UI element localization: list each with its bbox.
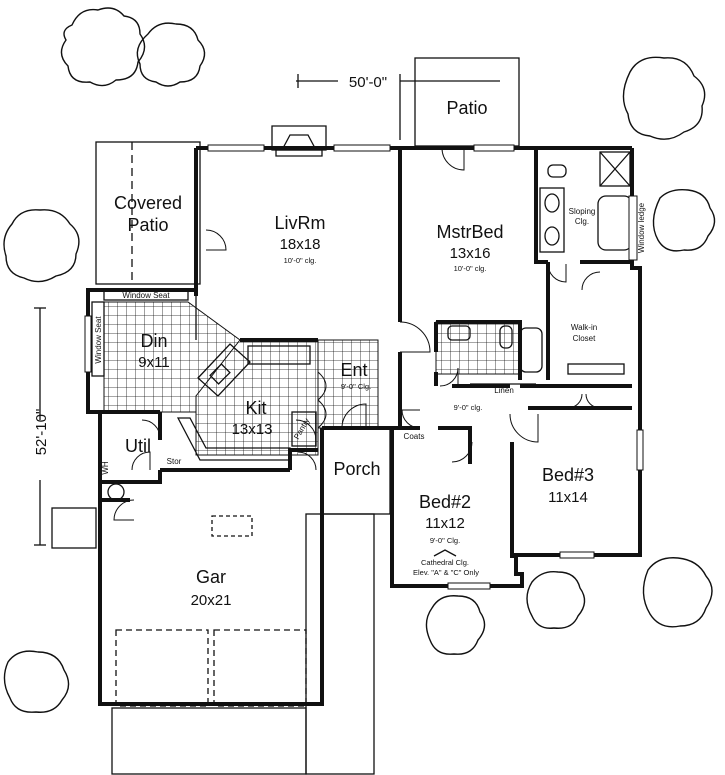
bed2-label: Bed#2	[419, 492, 471, 512]
sloping-label: Sloping	[569, 207, 596, 216]
stor-label: Stor	[167, 457, 182, 466]
window-seat-top	[103, 289, 189, 301]
landscape-trees	[3, 7, 716, 713]
bed3-label: Bed#3	[542, 465, 594, 485]
width-label: 50'-0"	[349, 74, 387, 91]
kitchen-counter	[176, 417, 291, 461]
sink-icon	[544, 193, 560, 213]
livrm-label: LivRm	[274, 213, 325, 233]
driveway-apron	[111, 707, 307, 775]
din-size: 9x11	[138, 354, 169, 371]
bar-counter	[247, 345, 311, 365]
depth-label: 52'-10"	[33, 409, 50, 456]
coats-label: Coats	[404, 432, 425, 441]
covered-patio-slab	[95, 141, 201, 285]
window-seat-top-label: Window Seat	[122, 291, 170, 300]
mstrbed-label: MstrBed	[436, 222, 503, 242]
kitchen-island	[197, 343, 251, 397]
tree-icon	[60, 7, 146, 87]
garage-door-right	[213, 629, 307, 707]
master-tub	[597, 195, 633, 251]
tree-icon	[642, 557, 713, 628]
door-swings	[113, 147, 601, 521]
window-seat-side-label: Window Seat	[94, 316, 103, 364]
gar-label: Gar	[196, 567, 226, 587]
sink-icon	[544, 226, 560, 246]
mstrbed-size: 13x16	[450, 245, 491, 262]
entry-tile	[317, 339, 379, 429]
tree-icon	[622, 56, 706, 140]
windows	[84, 144, 644, 590]
patio-label: Patio	[446, 98, 487, 118]
kit-size: 13x13	[232, 421, 273, 438]
tree-icon	[3, 650, 70, 713]
exterior-walls	[86, 146, 642, 706]
porch-label: Porch	[333, 459, 380, 479]
bed2-note2: Elev. "A" & "C" Only	[413, 568, 479, 577]
tree-icon	[652, 188, 716, 252]
mstrbed-ceiling: 10'-0" clg.	[454, 264, 487, 273]
livrm-size: 18x18	[280, 236, 321, 253]
bed2-size: 11x12	[425, 515, 465, 532]
island-sink	[209, 363, 231, 385]
cathedral-symbol	[433, 549, 457, 557]
bed2-note1: Cathedral Clg.	[421, 558, 469, 567]
side-pad	[51, 507, 97, 549]
walkin-label: Walk-in	[571, 323, 597, 332]
bed2-ceiling: 9'-0" Clg.	[430, 536, 460, 545]
wh-label: WH	[101, 461, 110, 475]
linen-label: Linen	[494, 386, 514, 395]
covered-patio-label: Covered	[114, 193, 182, 213]
kit-label: Kit	[245, 398, 266, 418]
tree-icon	[3, 209, 80, 283]
gar-size: 20x21	[191, 592, 232, 609]
window-seat-side	[91, 301, 105, 377]
util-label: Util	[125, 436, 151, 456]
dimension-depth: 52'-10"	[33, 307, 50, 546]
closet-shelf	[567, 363, 625, 375]
ent-label: Ent	[340, 360, 367, 380]
tree-icon	[136, 22, 206, 87]
bed3-size: 11x14	[548, 489, 588, 506]
din-label: Din	[140, 331, 167, 351]
pantry-box	[291, 411, 317, 447]
vanity	[539, 187, 565, 253]
attic-access	[211, 515, 253, 537]
water-heater	[107, 483, 125, 501]
hall-ceiling: 9'-0" clg.	[454, 403, 483, 412]
walkway	[305, 513, 375, 775]
room-labels: Covered Patio Patio LivRm 18x18 10'-0" c…	[94, 98, 646, 609]
walkin-label-2: Closet	[573, 334, 596, 343]
toilet-icon	[547, 164, 567, 178]
ent-ceiling: 9'-0" Clg.	[341, 382, 371, 391]
bathtub	[519, 327, 543, 373]
shower	[599, 151, 631, 187]
sloping-label-2: Clg.	[575, 217, 589, 226]
dimension-width: 50'-0"	[296, 74, 500, 140]
tree-icon	[526, 571, 586, 629]
garage-door-left	[115, 629, 209, 707]
tree-icon	[425, 595, 486, 655]
livrm-ceiling: 10'-0" clg.	[284, 256, 317, 265]
hall-sink	[447, 325, 471, 341]
toilet-icon	[499, 325, 513, 349]
covered-patio-label-2: Patio	[127, 215, 168, 235]
window-ledge-label: Window ledge	[637, 202, 646, 253]
